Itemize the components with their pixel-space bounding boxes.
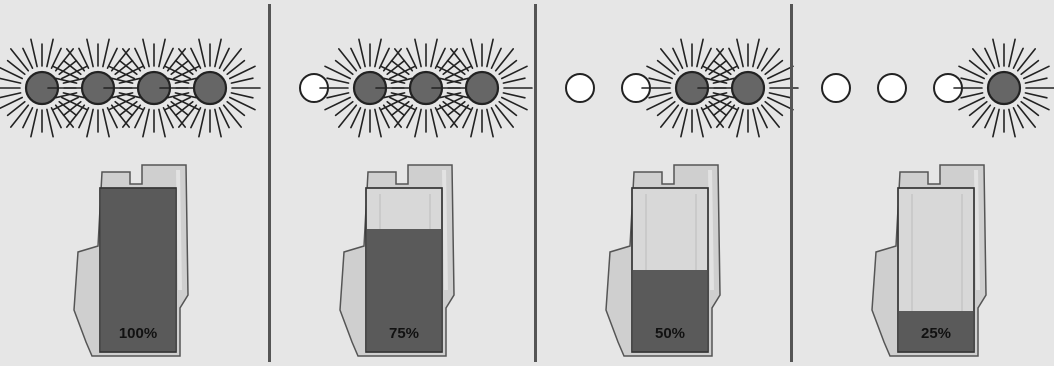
led-row [299,38,533,138]
led-row [0,38,261,138]
panel-divider [790,4,793,362]
led-lit-icon [375,38,477,138]
charge-panel-25: 25% [794,0,1054,366]
led-unlit-icon [565,73,595,103]
led-lit-icon [103,38,205,138]
led-lit-icon [431,38,533,138]
charge-percent-label: 100% [118,325,158,342]
charge-percent-label: 50% [654,325,686,342]
led-unlit-icon [821,73,851,103]
led-unlit-icon [877,73,907,103]
led-lit-icon [0,38,93,138]
led-row [565,38,799,138]
led-lit-icon [641,38,743,138]
led-lit-icon [319,38,421,138]
charge-panel-100: 100% [0,0,262,366]
panel-divider [534,4,537,362]
charge-panel-50: 50% [538,0,800,366]
charge-percent-label: 25% [920,325,952,342]
charge-percent-label: 75% [388,325,420,342]
battery-pack-icon [339,164,455,357]
led-lit-icon [953,38,1054,138]
battery-pack-icon [605,164,721,357]
battery-charge-fill [101,188,175,352]
battery-charge-fill [633,270,707,352]
battery-charge-fill [367,229,441,352]
led-lit-icon [159,38,261,138]
led-lit-icon [697,38,799,138]
battery-charge-fill [899,311,973,352]
battery-pack-icon [871,164,987,357]
led-lit-icon [47,38,149,138]
led-row [821,38,1054,138]
panel-divider [268,4,271,362]
charge-panel-75: 75% [272,0,534,366]
battery-pack-icon [73,164,189,357]
